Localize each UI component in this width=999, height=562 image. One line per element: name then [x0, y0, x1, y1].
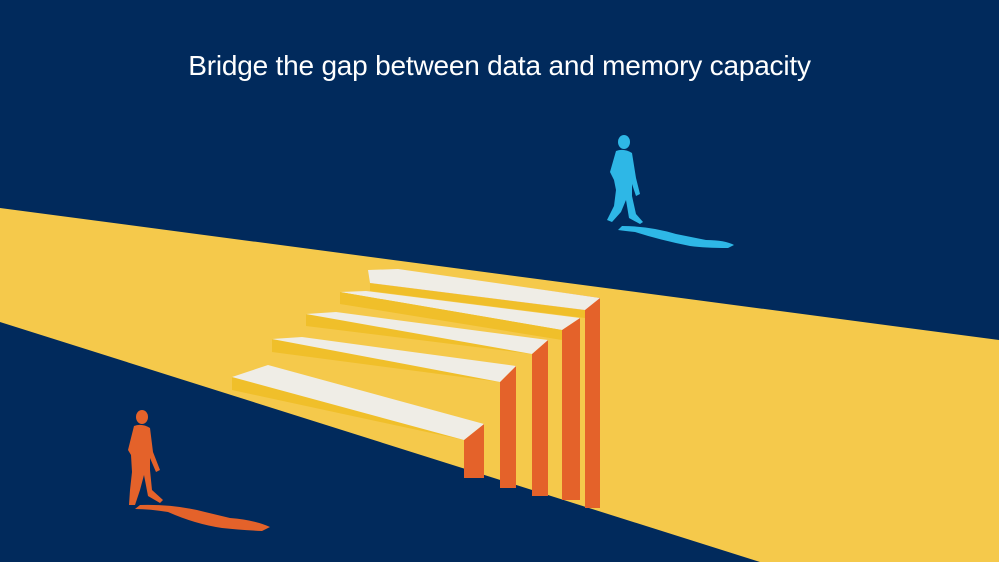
- right-walking-person-icon: [607, 135, 734, 248]
- staircase-bridge-icon: [232, 269, 600, 508]
- headline: Bridge the gap between data and memory c…: [188, 50, 811, 81]
- light-beam: [0, 208, 999, 562]
- left-walking-person-icon: [128, 410, 270, 531]
